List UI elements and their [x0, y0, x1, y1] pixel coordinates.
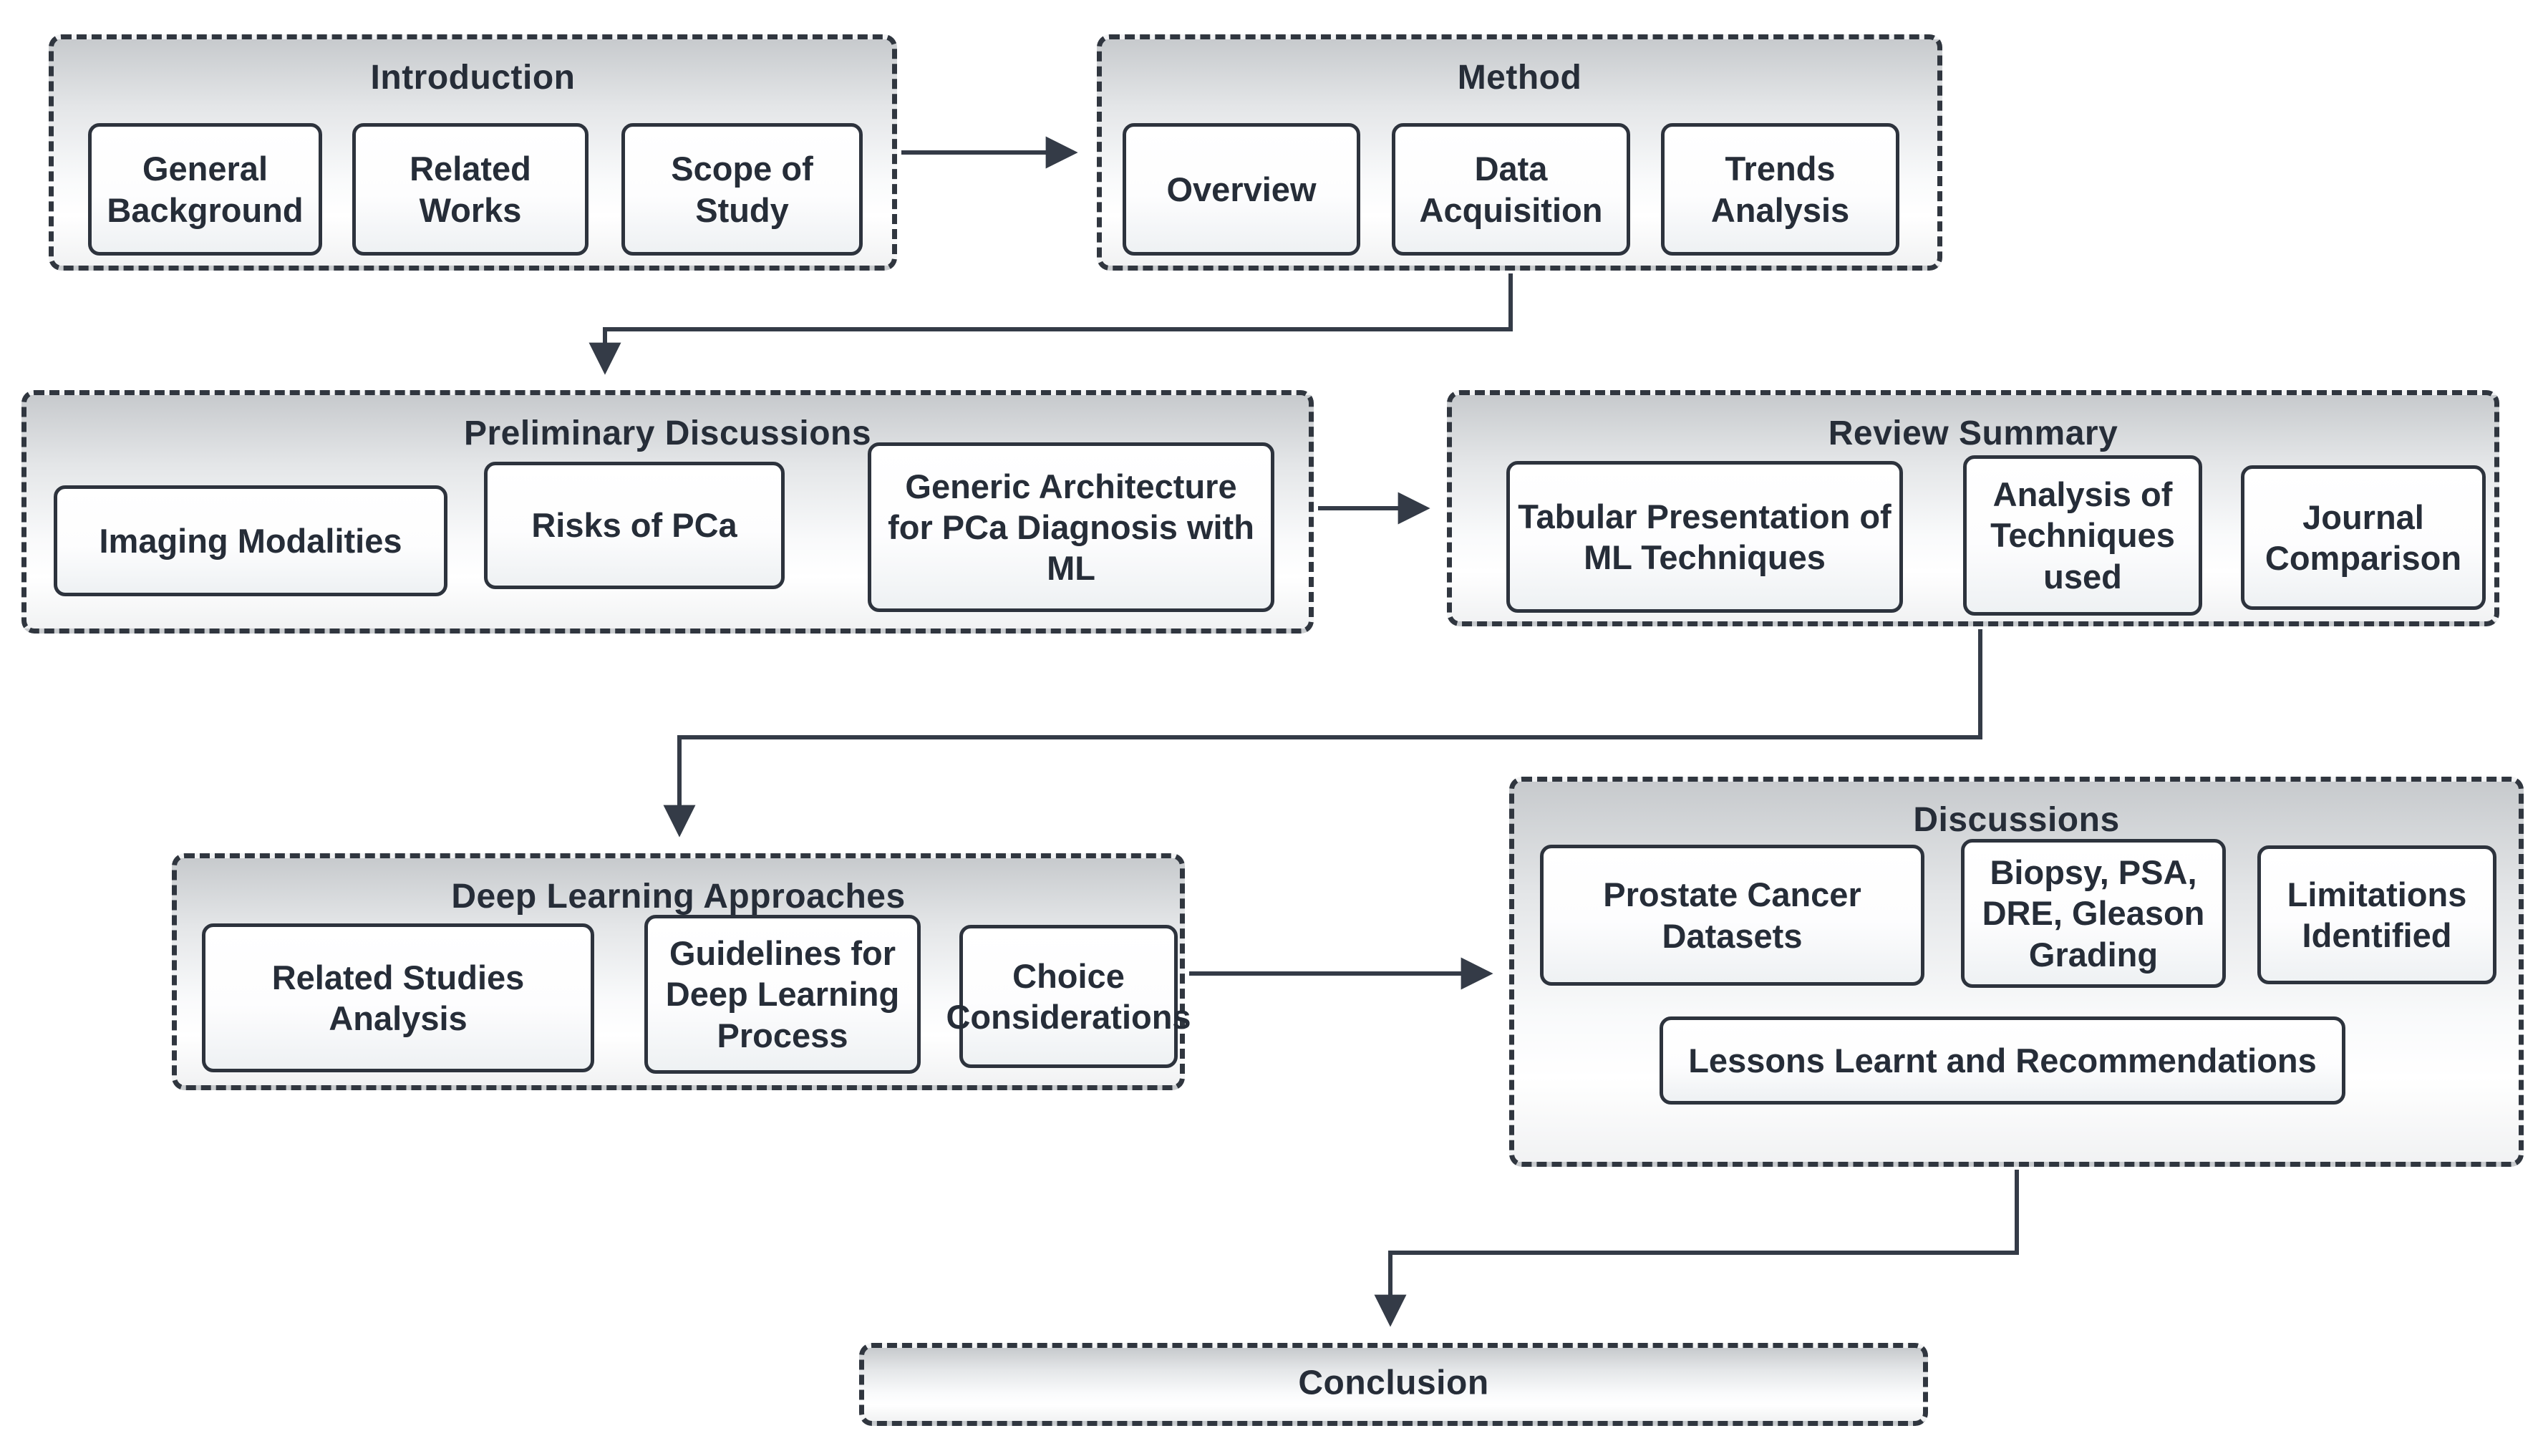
node-imaging-modalities: Imaging Modalities: [54, 485, 447, 596]
group-introduction-title: Introduction: [370, 59, 576, 97]
node-risks-of-pca: Risks of PCa: [484, 462, 785, 589]
node-lessons-learnt-recommendations: Lessons Learnt and Recommendations: [1660, 1016, 2345, 1105]
group-preliminary-discussions-title: Preliminary Discussions: [463, 414, 872, 452]
node-related-studies-analysis: Related Studies Analysis: [202, 923, 594, 1072]
edge-method-to-preliminary-discussions: [588, 273, 1513, 375]
node-generic-architecture: Generic Architecture for PCa Diagnosis w…: [868, 442, 1274, 612]
node-choice-considerations: Choice Considerations: [946, 925, 1191, 1068]
group-conclusion: Conclusion: [859, 1343, 1928, 1426]
node-scope-of-study: Scope of Study: [621, 123, 863, 256]
group-method-title: Method: [1457, 59, 1582, 97]
node-prostate-cancer-datasets: Prostate Cancer Datasets: [1540, 845, 1924, 986]
node-related-works: Related Works: [352, 123, 588, 256]
node-analysis-of-techniques: Analysis of Techniques used: [1963, 455, 2202, 616]
group-review-summary-title: Review Summary: [1828, 414, 2118, 452]
node-overview: Overview: [1123, 123, 1360, 256]
group-conclusion-title: Conclusion: [1298, 1364, 1489, 1402]
group-discussions-title: Discussions: [1913, 801, 2120, 839]
node-tabular-presentation: Tabular Presentation of ML Techniques: [1506, 461, 1903, 613]
node-biopsy-psa-dre-gleason: Biopsy, PSA, DRE, Gleason Grading: [1961, 839, 2226, 988]
group-deep-learning-approaches-title: Deep Learning Approaches: [451, 878, 906, 916]
node-trends-analysis: Trends Analysis: [1661, 123, 1899, 256]
node-journal-comparison: Journal Comparison: [2241, 465, 2486, 610]
node-limitations-identified: Limitations Identified: [2257, 845, 2496, 984]
node-data-acquisition: Data Acquisition: [1392, 123, 1630, 256]
node-general-background: General Background: [88, 123, 322, 256]
node-guidelines-deep-learning: Guidelines for Deep Learning Process: [644, 915, 921, 1074]
edge-discussions-to-conclusion: [1374, 1170, 2019, 1327]
